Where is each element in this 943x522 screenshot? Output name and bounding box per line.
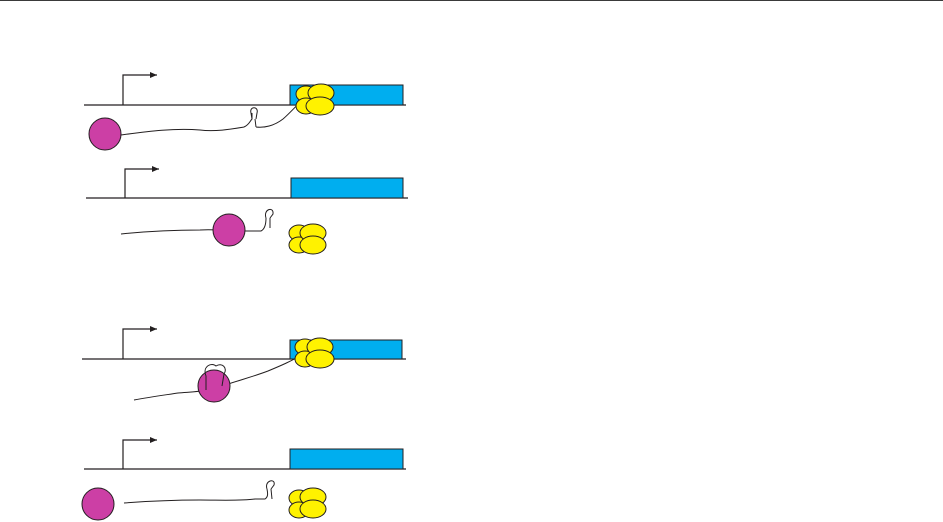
promoter-arrow-icon — [123, 440, 157, 469]
gene-box — [291, 178, 403, 198]
gene-box — [290, 449, 403, 469]
mrna-strand — [124, 489, 272, 503]
promoter-arrow-icon — [123, 329, 157, 359]
mrna-strand — [121, 96, 306, 135]
ribosome-icon — [295, 338, 334, 368]
regulator-protein-icon — [82, 488, 114, 520]
panel-2 — [86, 169, 408, 254]
panel-1 — [84, 75, 406, 150]
panel-3 — [82, 329, 406, 402]
promoter-arrow-icon — [123, 75, 157, 105]
ribosome-icon — [296, 84, 334, 115]
ribosome-icon — [289, 488, 326, 518]
regulator-protein-icon — [89, 118, 121, 150]
panel-4 — [82, 440, 406, 520]
mrna-strand — [121, 218, 270, 234]
rna-hairpin-icon — [265, 209, 273, 218]
promoter-arrow-icon — [125, 169, 159, 198]
rna-hairpin-icon — [267, 481, 275, 489]
ribosome-icon — [289, 224, 326, 254]
regulator-protein-icon — [198, 370, 230, 402]
regulator-protein-icon — [213, 214, 245, 246]
